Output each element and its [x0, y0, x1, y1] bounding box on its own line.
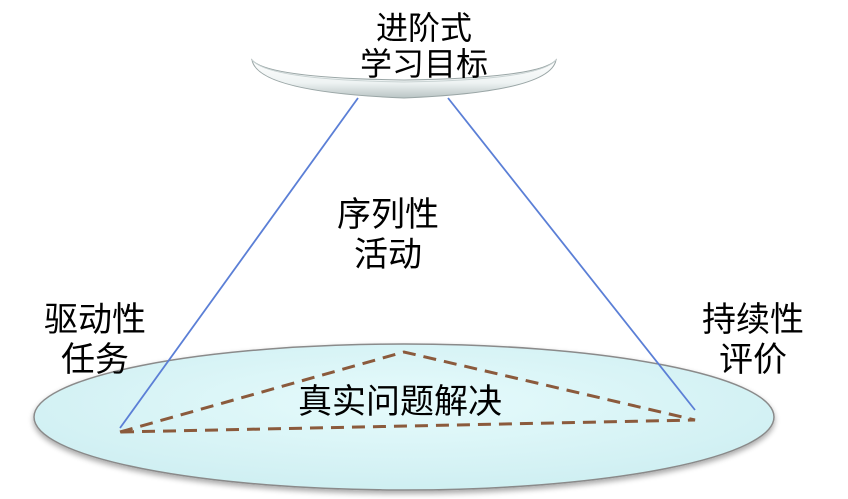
dashed-triangle	[119, 350, 696, 434]
left-task-line2: 任务	[61, 340, 129, 380]
cone-line-right	[447, 97, 696, 411]
center-activity-line2: 活动	[354, 235, 422, 275]
base-ellipse	[33, 343, 775, 491]
right-evaluation-line1: 持续性	[702, 300, 804, 340]
left-task-line1: 驱动性	[44, 300, 146, 340]
base-problem-text: 真实问题解决	[298, 382, 502, 422]
center-activity-line1: 序列性	[337, 195, 439, 235]
base-problem-label: 真实问题解决	[260, 382, 540, 422]
top-goal-disc-rim	[251, 59, 557, 83]
right-evaluation-line2: 评价	[719, 340, 787, 380]
cone-line-left	[119, 97, 359, 429]
top-goal-line1: 进阶式	[375, 9, 472, 47]
top-goal-label: 进阶式 学习目标	[334, 10, 514, 82]
top-goal-line2: 学习目标	[359, 45, 488, 83]
left-task-label: 驱动性 任务	[30, 300, 160, 380]
center-activity-label: 序列性 活动	[318, 195, 458, 275]
right-evaluation-label: 持续性 评价	[688, 300, 818, 380]
